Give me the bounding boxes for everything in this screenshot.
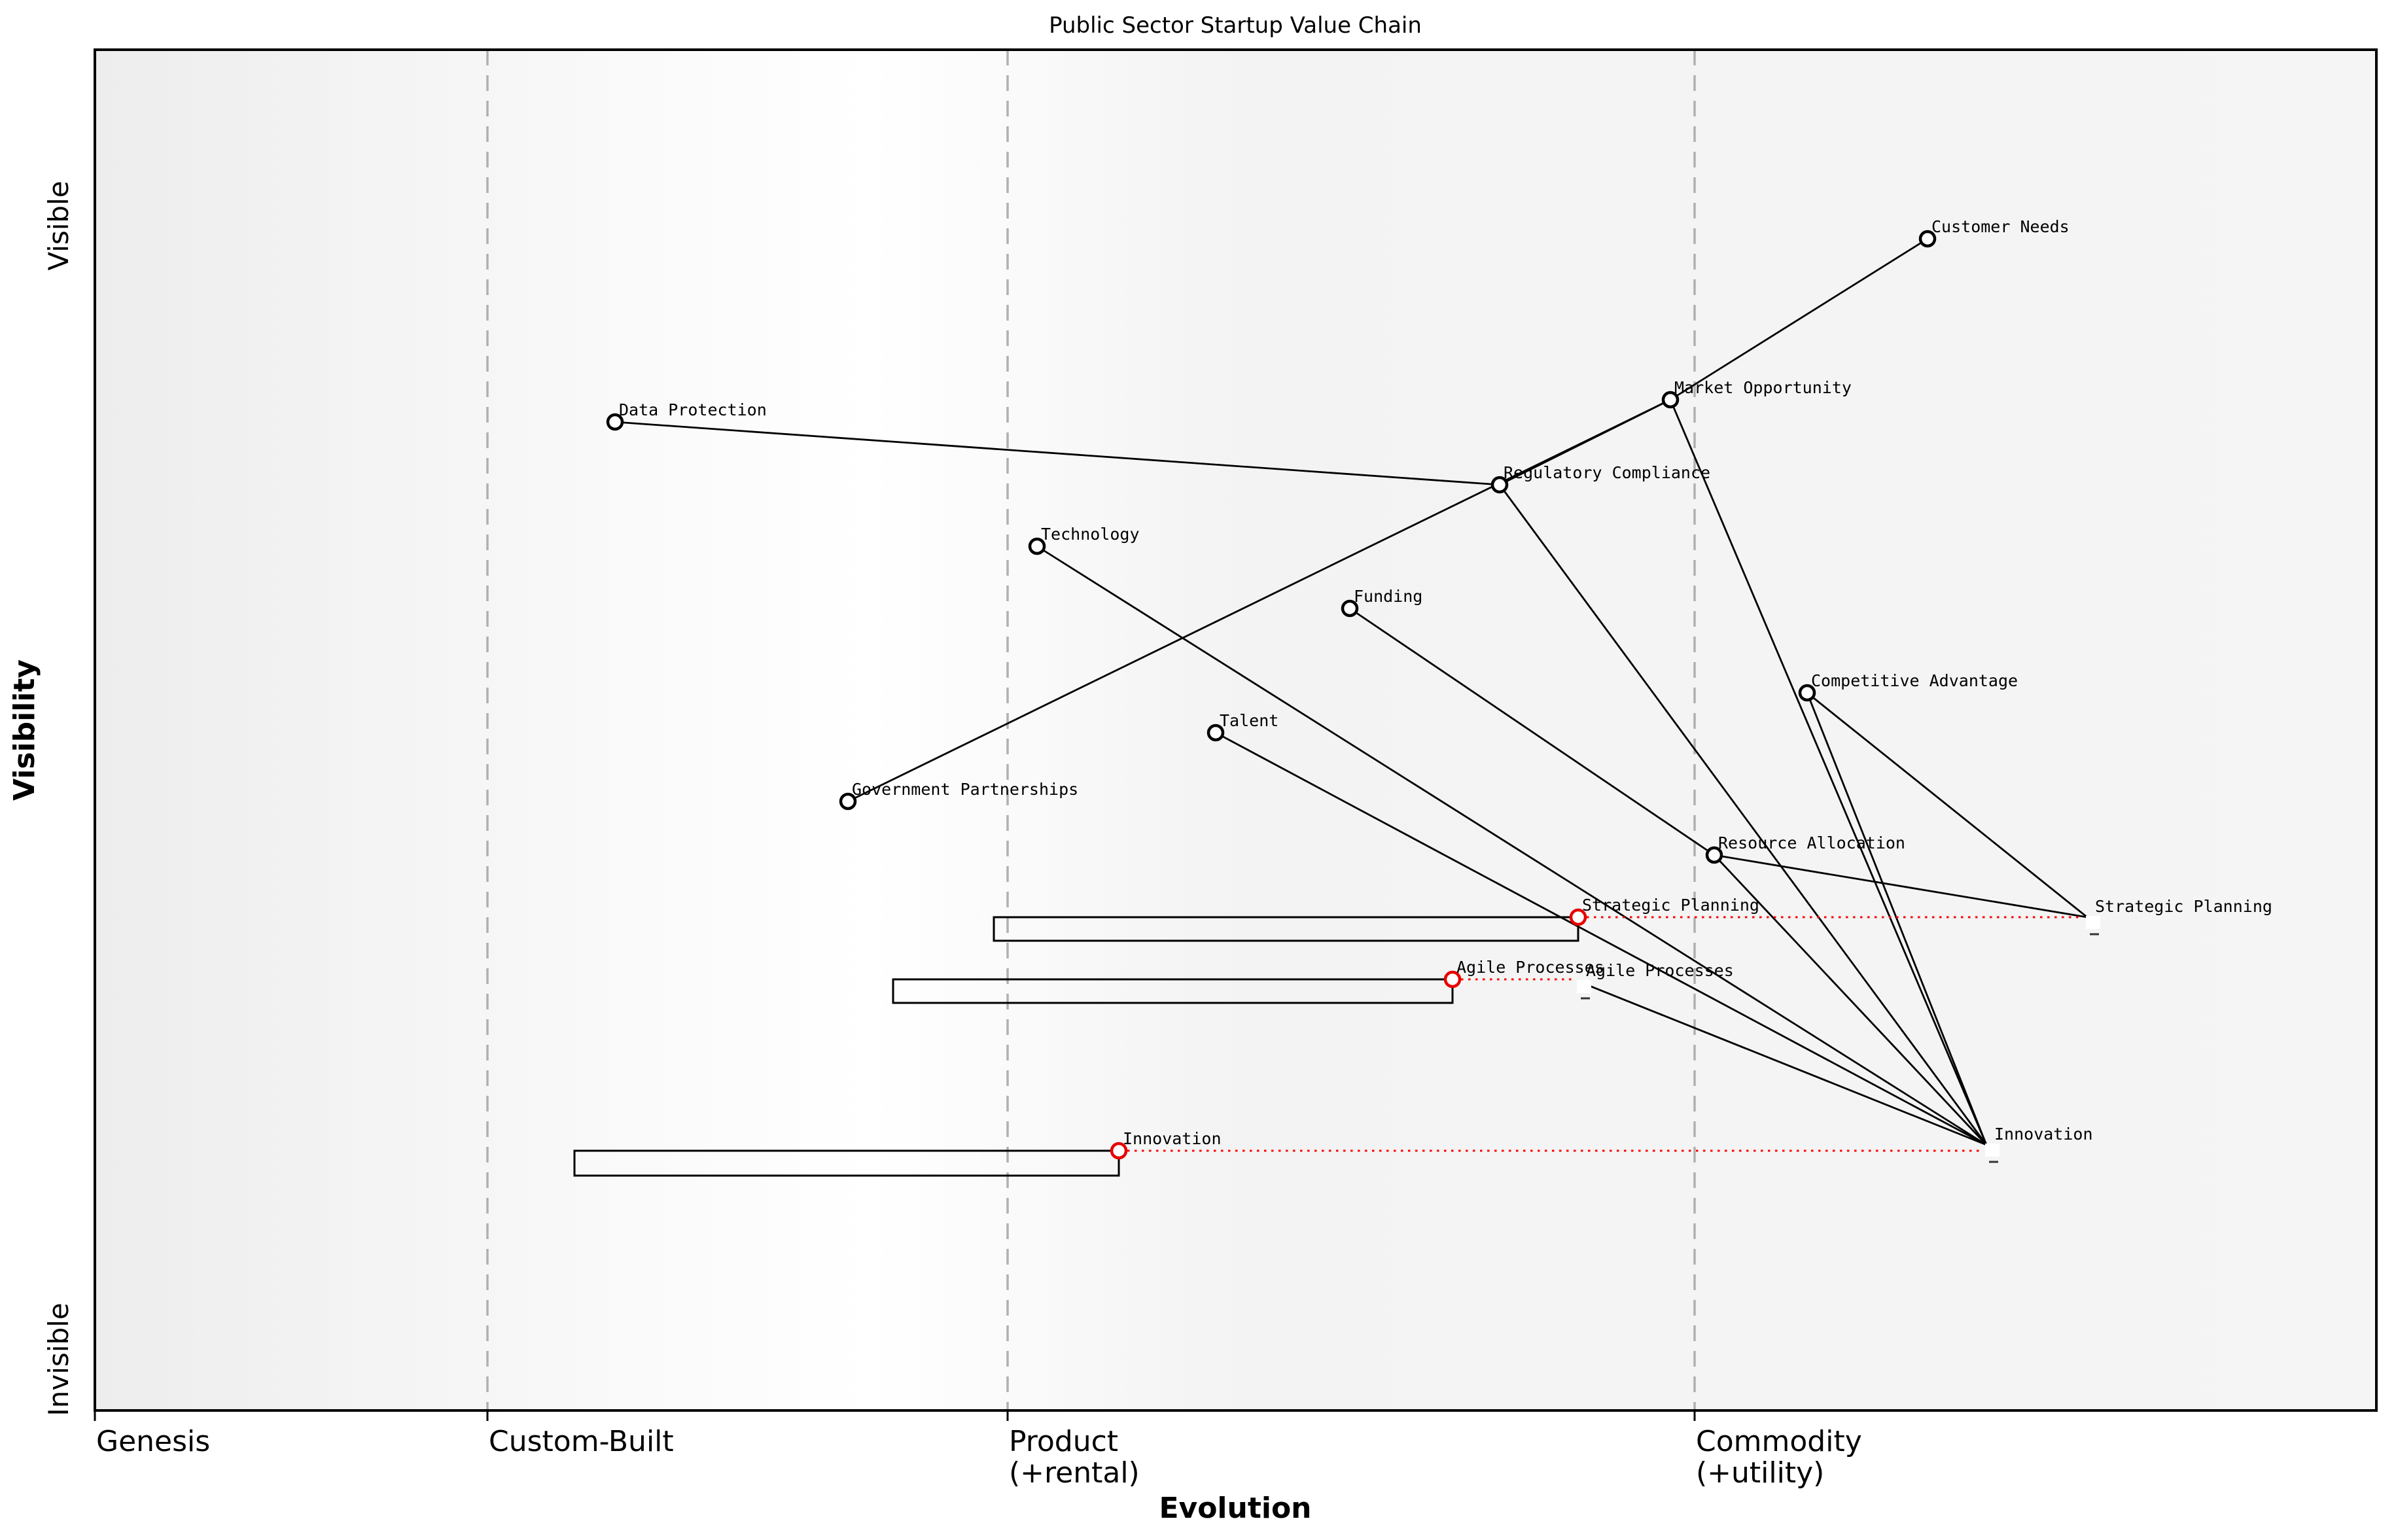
node-label-regulatory-compliance: Regulatory Compliance xyxy=(1504,463,1710,482)
node-label-market-opportunity: Market Opportunity xyxy=(1674,378,1852,397)
component-nodes xyxy=(606,230,1937,1160)
edge-technology--innovation-evolved xyxy=(1036,545,1987,1146)
edge-data-protection--regulatory-compliance xyxy=(614,421,1500,486)
edge-market-opportunity--innovation-evolved xyxy=(1669,399,1988,1146)
node-label-strategic-planning: Strategic Planning xyxy=(1582,896,1759,915)
edge-customer-needs--market-opportunity xyxy=(1670,237,1928,401)
x-tick-label: Custom-Built xyxy=(489,1425,674,1458)
evolution-boxes xyxy=(573,916,1579,1177)
stage-gridlines xyxy=(486,50,1696,1410)
evolved-marker-innovation-evolved xyxy=(1985,1144,2000,1157)
node-strategic-planning xyxy=(1569,908,1587,926)
edge-competitive-advantage--innovation-evolved xyxy=(1806,692,1988,1146)
x-tick-label: (+utility) xyxy=(1696,1456,1824,1490)
x-tick-label: Commodity xyxy=(1696,1425,1862,1458)
node-label-technology: Technology xyxy=(1041,525,1140,544)
edge-regulatory-compliance--innovation-evolved xyxy=(1498,484,1988,1146)
node-agile-processes xyxy=(1443,970,1462,989)
x-tick-label: Product xyxy=(1009,1425,1118,1458)
node-talent xyxy=(1207,724,1225,742)
node-label-agile-processes: Agile Processes xyxy=(1456,958,1604,977)
edge-resource-allocation--innovation-evolved xyxy=(1713,854,1988,1146)
edge-resource-allocation--strategic-planning-evolved xyxy=(1714,854,2088,919)
evolved-markers xyxy=(1577,916,2100,1163)
node-label-funding: Funding xyxy=(1354,587,1422,606)
plot-background xyxy=(95,50,2376,1410)
edge-talent--innovation-evolved xyxy=(1215,731,1987,1146)
evolved-marker-agile-processes-evolved xyxy=(1577,980,1591,993)
node-regulatory-compliance xyxy=(1490,476,1509,494)
node-label-competitive-advantage: Competitive Advantage xyxy=(1811,671,2018,690)
y-axis-invisible-label: Invisible xyxy=(43,1303,75,1416)
y-axis-title: Visibility xyxy=(8,659,41,801)
node-label-government-partnerships: Government Partnerships xyxy=(852,780,1078,799)
node-funding xyxy=(1341,599,1359,618)
evolved-marker-strategic-planning-evolved xyxy=(2086,916,2100,929)
evolution-box-innovation xyxy=(573,1149,1120,1177)
plot-border xyxy=(94,48,2378,1412)
node-label-innovation: Innovation xyxy=(1123,1129,1222,1148)
evolved-label-innovation-evolved: Innovation xyxy=(1994,1125,2093,1144)
evolution-links xyxy=(1127,916,2083,1152)
node-market-opportunity xyxy=(1661,391,1680,409)
evolution-box-agile-processes xyxy=(892,978,1454,1004)
node-technology xyxy=(1028,537,1046,555)
node-customer-needs xyxy=(1918,230,1937,248)
evolution-box-strategic-planning xyxy=(993,916,1579,942)
node-label-data-protection: Data Protection xyxy=(619,400,767,419)
y-axis-visible-label: Visible xyxy=(43,181,75,270)
node-label-talent: Talent xyxy=(1220,711,1278,730)
edge-agile-processes-evolved--innovation-evolved xyxy=(1577,980,1987,1146)
x-tick-label: (+rental) xyxy=(1009,1456,1140,1490)
dependency-edges xyxy=(614,237,2088,1146)
node-government-partnerships xyxy=(839,792,857,811)
node-label-customer-needs: Customer Needs xyxy=(1931,217,2070,236)
evolved-label-strategic-planning-evolved: Strategic Planning xyxy=(2095,897,2272,916)
node-resource-allocation xyxy=(1705,846,1723,864)
edge-government-partnerships--market-opportunity xyxy=(847,398,1671,803)
axis-ticks: Genesis Custom-Built Product(+rental) Commo… xyxy=(94,1410,1862,1490)
node-data-protection xyxy=(606,413,624,431)
edge-competitive-advantage--strategic-planning-evolved xyxy=(1806,691,2088,919)
node-innovation xyxy=(1110,1142,1128,1160)
x-axis-title: Evolution xyxy=(1159,1492,1311,1525)
chart-title: Public Sector Startup Value Chain xyxy=(1049,12,1422,39)
evolved-label-agile-processes-evolved: Agile Processes xyxy=(1586,961,1734,980)
edge-funding--resource-allocation xyxy=(1349,607,1715,856)
node-label-resource-allocation: Resource Allocation xyxy=(1718,833,1905,852)
node-competitive-advantage xyxy=(1798,684,1816,702)
x-tick-label: Genesis xyxy=(96,1425,210,1458)
